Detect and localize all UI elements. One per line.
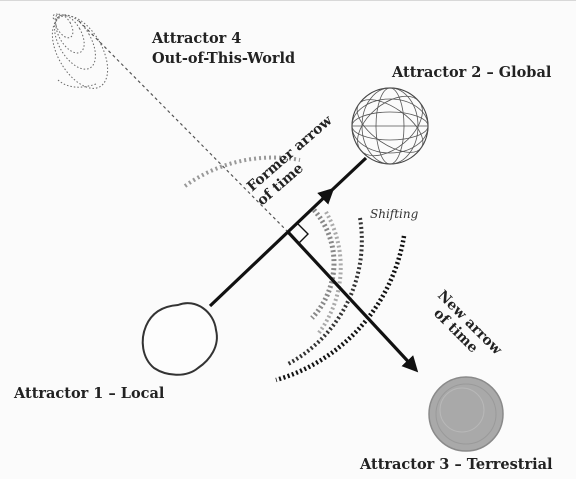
- attractor1-local-blob: [141, 302, 218, 376]
- dotted-line-to-attractor4: [77, 19, 289, 233]
- new-arrow-of-time: [286, 230, 419, 373]
- attractor2-global-globe: [351, 87, 429, 165]
- attractor3-terrestrial-sphere: [428, 376, 504, 452]
- former-arrow-extension: [330, 156, 368, 192]
- attractor3-label: Attractor 3 – Terrestrial: [359, 456, 553, 473]
- attractor4-title: Attractor 4: [151, 30, 241, 47]
- former-arrow-of-time: [208, 187, 335, 308]
- shifting-arcs: [183, 155, 407, 383]
- attractor4-subtitle: Out-of-This-World: [152, 50, 295, 67]
- right-angle-marker: [297, 223, 309, 245]
- top-rule: [0, 0, 576, 1]
- attractor4-out-of-this-world-shape: [51, 13, 109, 89]
- attractor2-label: Attractor 2 – Global: [391, 64, 552, 81]
- shifting-label: Shifting: [370, 207, 419, 221]
- attractor1-label: Attractor 1 – Local: [13, 385, 165, 402]
